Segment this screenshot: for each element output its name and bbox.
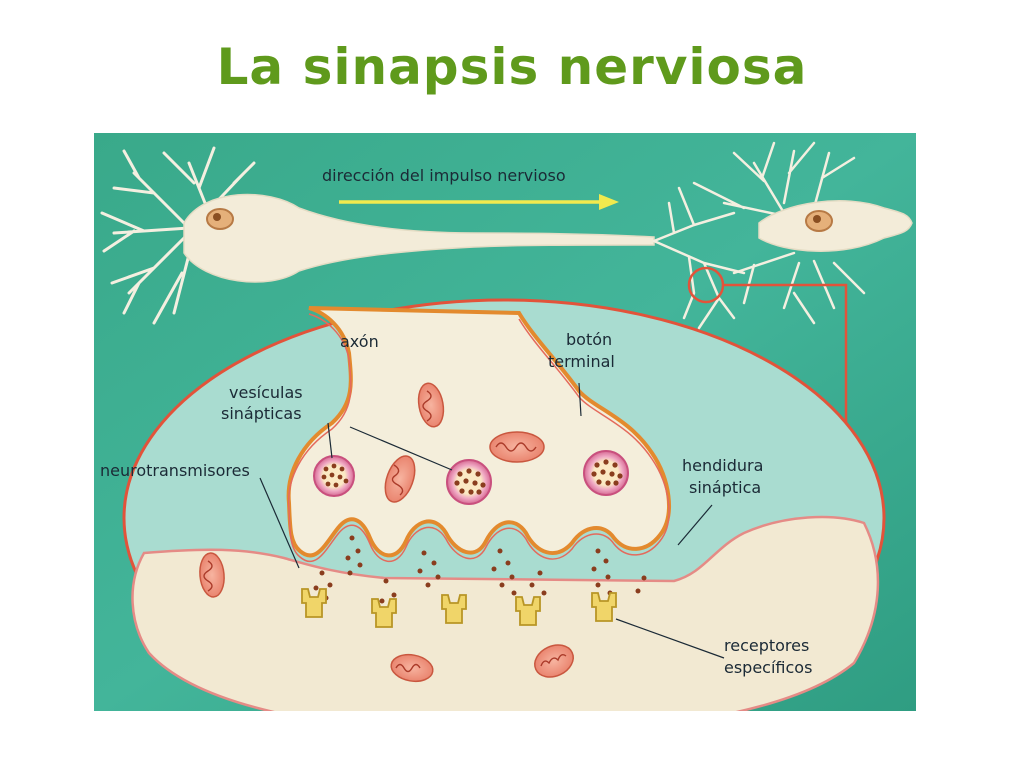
synaptic-vesicles-label-1: vesículas [229, 383, 303, 402]
postsynaptic-membrane [131, 515, 880, 737]
terminal-button-label-2: terminal [548, 352, 615, 371]
mitochondrion [489, 431, 545, 463]
axon-terminals [652, 186, 746, 330]
right-neuron-body [758, 200, 913, 252]
neurotransmitters-label: neurotransmisores [100, 461, 250, 480]
mitochondria-cristae [203, 390, 567, 673]
receptors [301, 588, 617, 628]
right-neuron-nucleolus [813, 215, 821, 223]
synaptic-cleft-label-1: hendidura [682, 456, 763, 475]
terminal-inner-membrane [287, 313, 670, 563]
left-neuron [100, 146, 256, 325]
terminal-button [286, 306, 671, 558]
synaptic-cleft-label-2: sináptica [689, 478, 761, 497]
synapse-illustration: dirección del impulso nervioso [94, 133, 916, 738]
receptor [301, 588, 327, 618]
mitochondrion [199, 552, 225, 598]
receptor [515, 596, 541, 626]
vesicle [446, 459, 492, 505]
mitochondrion [534, 644, 574, 678]
receptor [371, 598, 397, 628]
synapse-diagram: dirección del impulso nervioso [94, 133, 916, 738]
mitochondrion [384, 455, 416, 503]
left-neuron-body [183, 193, 655, 283]
impulse-arrow-head [599, 194, 619, 210]
specific-receptors-label-1: receptores [724, 636, 809, 655]
mitochondria [199, 382, 574, 683]
page-title: La sinapsis nerviosa [216, 38, 808, 96]
terminal-button-label-1: botón [566, 330, 612, 349]
receptor [591, 592, 617, 622]
leader-lines [259, 382, 725, 659]
vesicle-contents [321, 459, 623, 495]
synaptic-vesicles-label-2: sinápticas [221, 404, 302, 423]
mitochondrion [417, 382, 445, 428]
specific-receptors-label-2: específicos [724, 658, 812, 677]
receptor [441, 594, 467, 624]
vesicle [583, 450, 629, 496]
impulse-direction-label: dirección del impulso nervioso [322, 166, 566, 185]
axon-label: axón [340, 332, 379, 351]
left-neuron-nucleolus [213, 213, 221, 221]
